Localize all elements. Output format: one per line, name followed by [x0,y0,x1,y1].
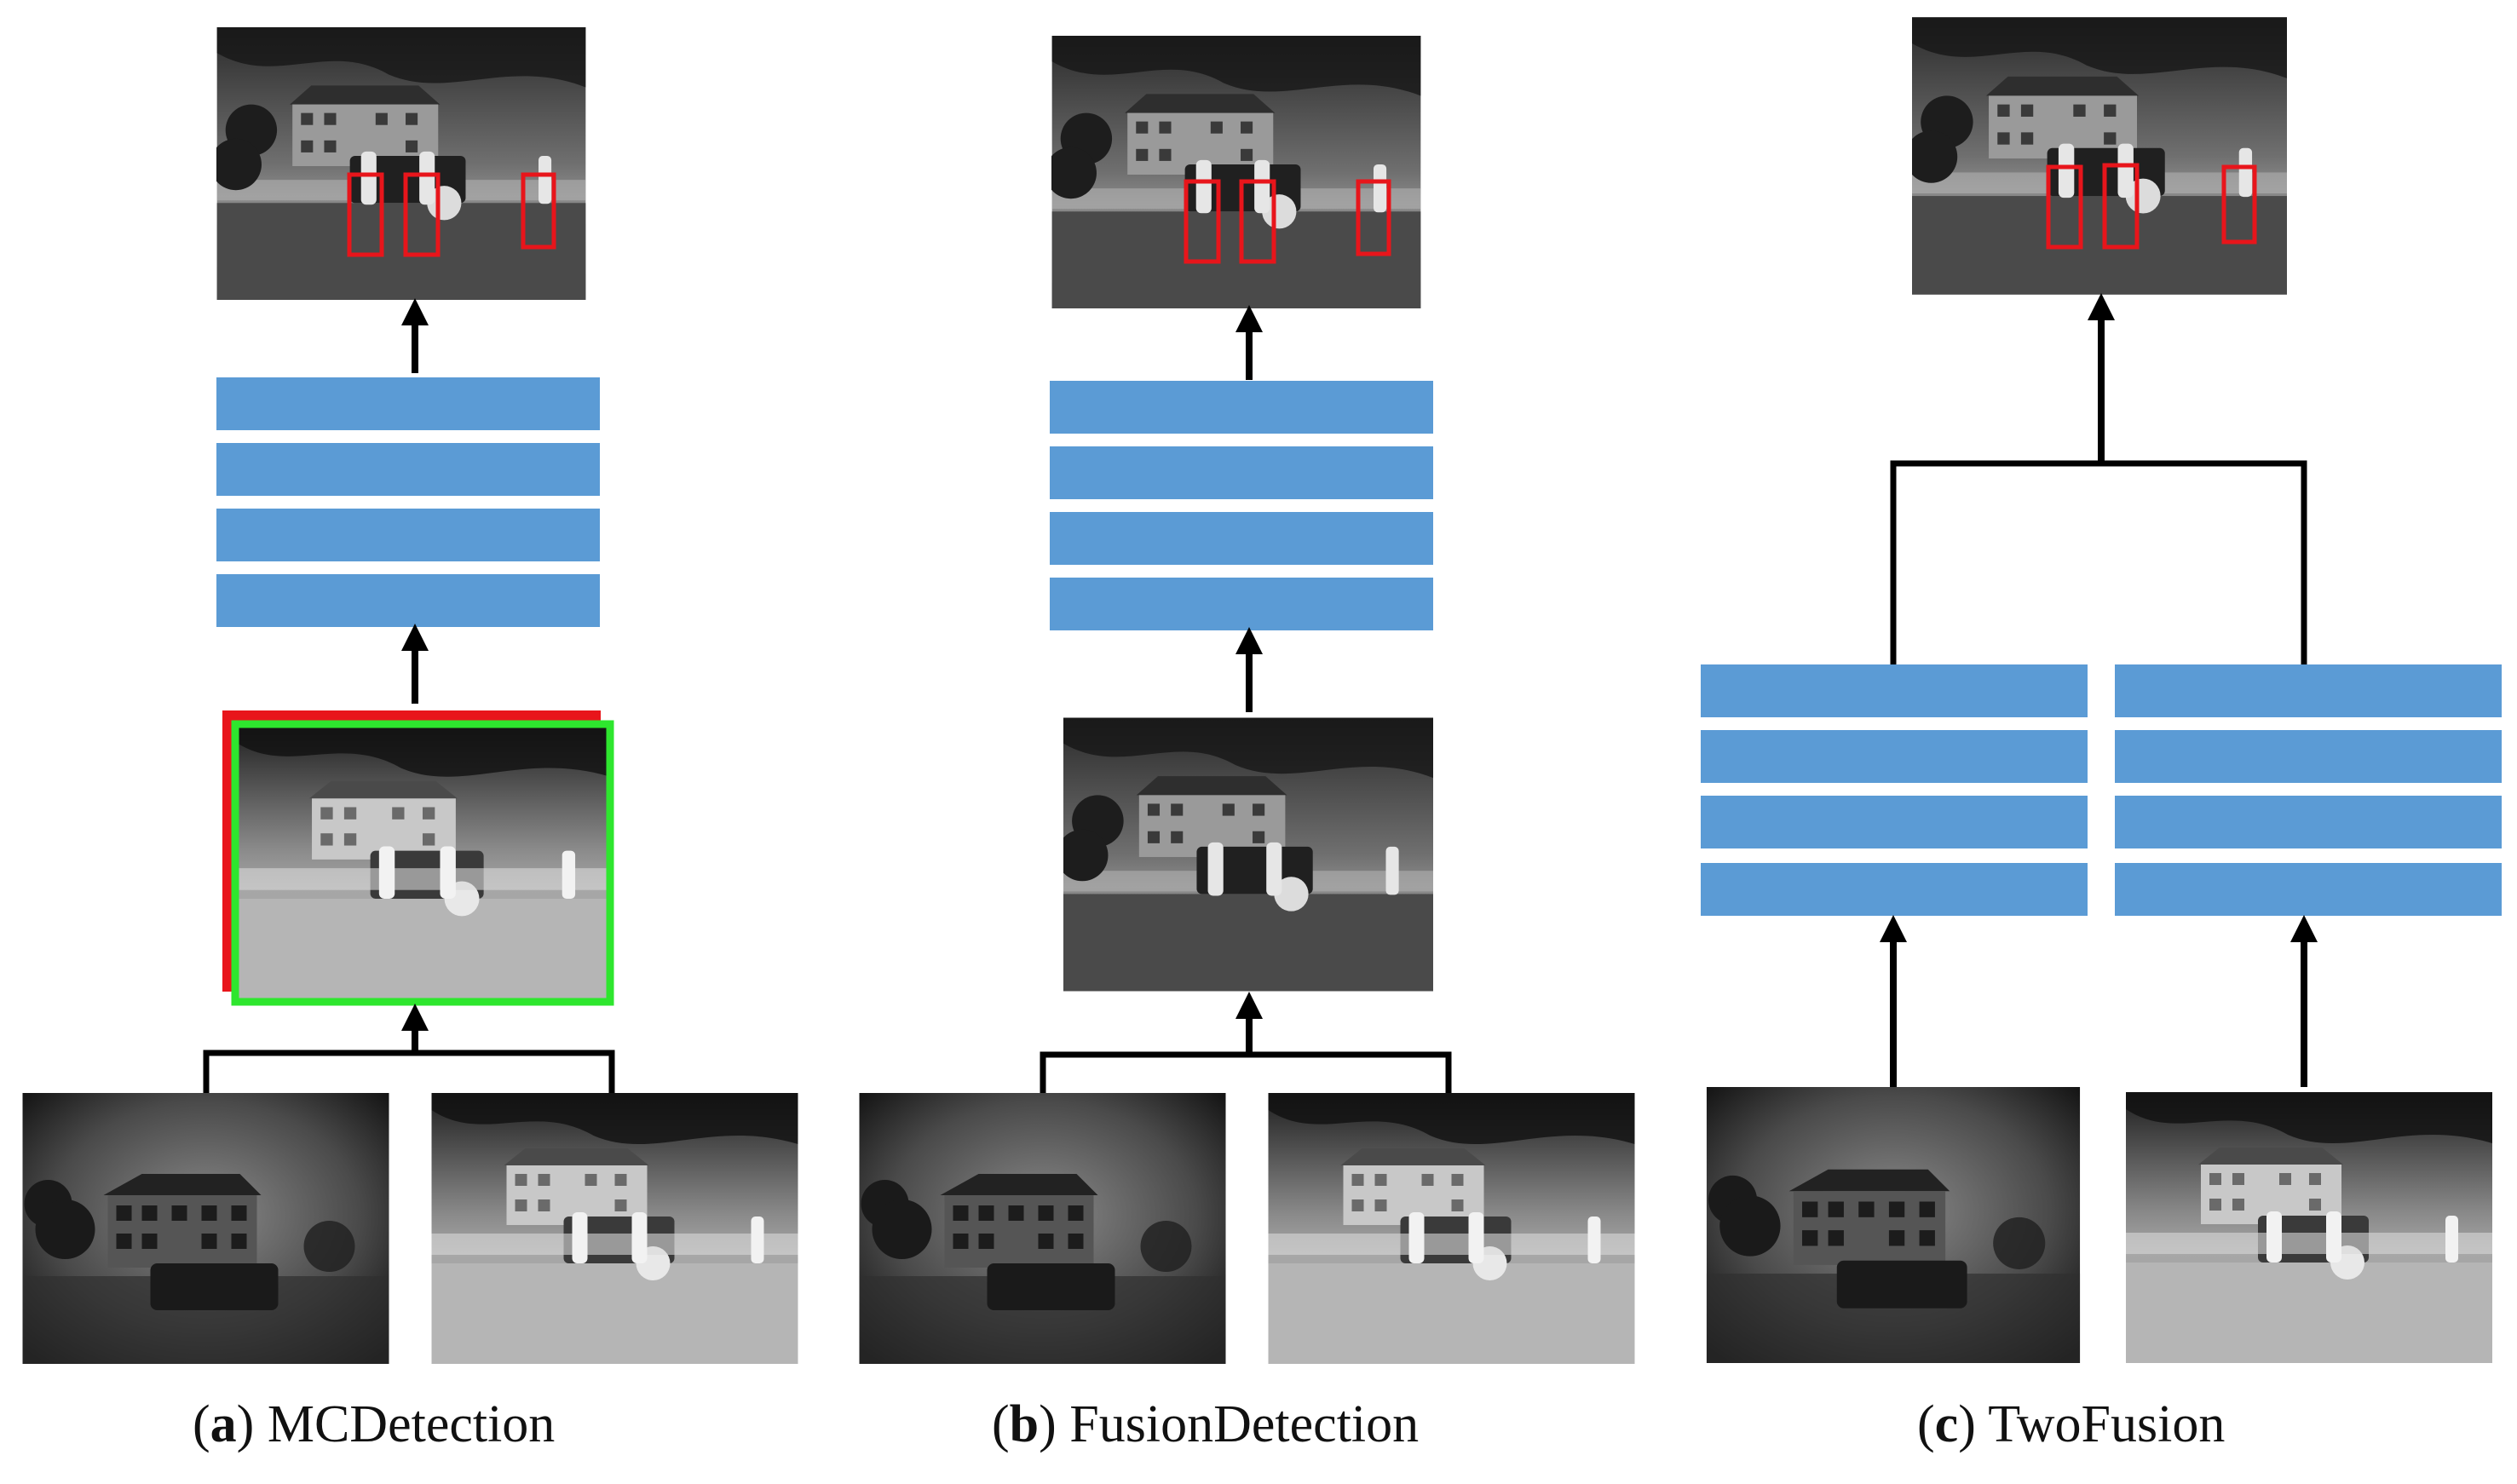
detection-result-image [1051,36,1421,308]
network-layer-stack [1701,664,2088,916]
panel-c [1701,17,2502,1363]
caption-b: (b) FusionDetection [992,1395,1420,1453]
merge-connector-b [1040,1051,1452,1096]
panel-a [22,27,798,1364]
visible-scene-image [1706,1087,2081,1363]
caption-name: TwoFusion [1988,1395,2226,1453]
panel-b [859,36,1635,1364]
thermal-scene-image [2126,1092,2492,1363]
visible-scene-image [859,1093,1226,1364]
network-layer-stack [2115,664,2502,916]
network-layer-stack [1050,381,1433,630]
caption-letter: b [1009,1395,1040,1453]
fused-scene-image [1063,717,1433,992]
detection-result-image [1912,17,2287,295]
caption-a: (a) MCDetection [193,1395,556,1453]
thermal-scene-image [431,1093,798,1364]
caption-c: (c) TwoFusion [1917,1395,2226,1453]
visible-scene-image [22,1093,389,1364]
caption-letter: a [210,1395,237,1453]
caption-letter: c [1934,1395,1959,1453]
thermal-scene-image [1268,1093,1635,1364]
detection-box [1184,179,1391,264]
caption-name: MCDetection [267,1395,556,1453]
detection-result-image [216,27,586,300]
caption-name: FusionDetection [1069,1395,1420,1453]
network-layer-stack [216,377,600,627]
detection-box [2046,163,2257,250]
detection-box [347,172,556,257]
merge-connector-c [1890,460,2307,664]
merge-connector-a [203,1050,615,1093]
multichannel-input [222,710,614,1006]
